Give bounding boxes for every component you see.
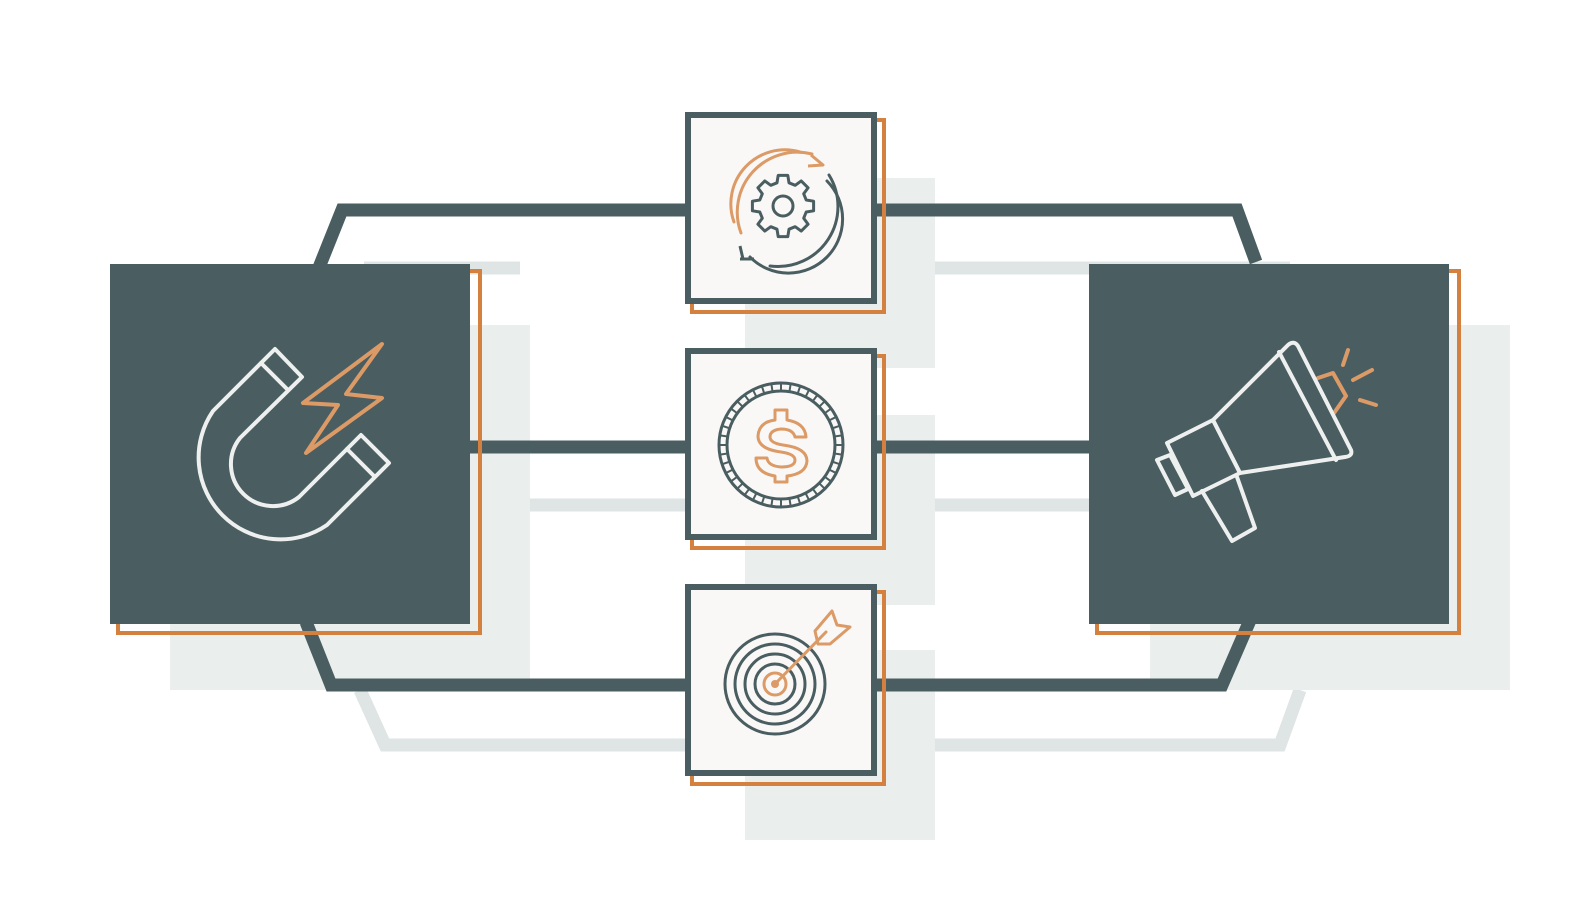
coin-ridge [731,408,738,414]
coin-ridge [737,483,743,489]
coin-ridge [737,401,743,407]
coin-ridge [824,476,831,482]
coin-ridge [829,469,836,474]
coin-ridge [752,390,757,397]
right-node-box [1089,264,1449,624]
coin-ridge [812,395,818,402]
coin-ridge [788,499,792,506]
coin-ridge [744,395,750,402]
lightning-icon [301,342,384,455]
coin-ridge [722,461,730,465]
coin-ridge [805,390,810,397]
coin-ridge [726,416,733,421]
gear-cycle-icon [729,148,845,275]
coin-ridge [722,425,730,429]
coin-ridge [832,461,840,465]
coin-ridge [761,496,765,504]
right-node [1089,264,1461,635]
middle-node-center [685,348,886,550]
coin-ridge [731,476,738,482]
coin-ridge [720,452,727,456]
coin-ridge [744,488,750,495]
magnet-icon [196,347,391,542]
middle-node-top [685,112,886,314]
coin-ridge [797,496,801,504]
coin-ridge [726,469,733,474]
coin-ridge [761,386,765,394]
coin-ridge [770,499,774,506]
coin-ridge [832,425,840,429]
target-arrow-icon [723,609,852,736]
coin-ridge [824,408,831,414]
coin-ridge [835,452,842,456]
dollar-coin-icon [717,381,845,509]
coin-ridge [797,386,801,394]
coin-ridge [812,488,818,495]
left-node-box [110,264,470,624]
megaphone-icon [1155,340,1378,543]
coin-ridge [788,384,792,391]
coin-ridge [752,493,757,500]
coin-ridge [805,493,810,500]
coin-ridge [829,416,836,421]
coin-ridge [819,401,825,407]
coin-ridge [770,384,774,391]
middle-node-bottom [685,584,886,786]
coin-ridge [835,434,842,438]
coin-ridge [720,434,727,438]
left-node [110,264,482,635]
coin-ridge [819,483,825,489]
gear-outline [750,173,816,239]
